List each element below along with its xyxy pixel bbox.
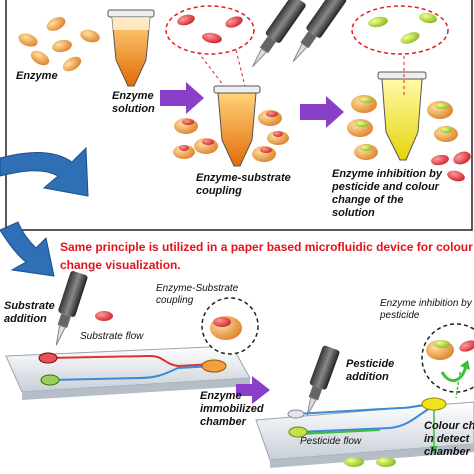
pipette-substrate-bottom <box>55 271 88 346</box>
substrate-zoom-circle <box>165 5 255 55</box>
pesticide-zoom-circle <box>351 5 449 55</box>
enzyme-chamber <box>201 359 227 373</box>
label-substrate-addition-1: Substrate <box>4 300 55 312</box>
process-arrow-3 <box>236 376 270 404</box>
inlet-substrate <box>38 352 58 364</box>
enzyme-substrate-complexes <box>173 110 289 162</box>
pipette-substrate-top <box>252 0 306 68</box>
channel-red <box>47 354 215 368</box>
pipette-pesticide-top <box>292 0 347 63</box>
big-curved-arrow <box>0 146 89 277</box>
pesticide-molecules <box>368 12 437 44</box>
label-inhibition-4: solution <box>332 207 375 219</box>
inlet-pesticide <box>288 426 308 438</box>
label-colour-change-1: Colour ch <box>424 420 474 432</box>
inhibited-enzyme-complexes <box>347 95 471 182</box>
microfluidic-device-1 <box>5 345 251 400</box>
label-colour-change-3: chamber <box>424 446 470 458</box>
label-pesticide-addition-1: Pesticide <box>346 358 395 370</box>
process-arrow-2 <box>300 96 344 128</box>
label-coupling-1: Enzyme-substrate <box>196 172 291 184</box>
principle-line-1: Same principle is utilized in a paper ba… <box>60 240 473 254</box>
label-enzyme-solution-2: solution <box>112 103 155 115</box>
label-pesticide-addition-2: addition <box>346 371 389 383</box>
label-enzyme-chamber-1: Enzyme <box>200 390 242 402</box>
label-enzyme-chamber-3: chamber <box>200 416 246 428</box>
enzyme-cluster-left <box>18 17 100 72</box>
label-pesticide-flow: Pesticide flow <box>300 436 362 447</box>
channel-green <box>299 429 381 435</box>
label-inhibition-3: change of the <box>332 194 404 206</box>
principle-line-2: change visualization. <box>60 258 181 272</box>
label-enzyme-solution-1: Enzyme <box>112 90 154 102</box>
label-inhibition-1: Enzyme inhibition by <box>332 168 443 180</box>
label-enzyme-chamber-2: immobilized <box>200 403 264 415</box>
detection-chamber <box>421 397 447 411</box>
process-arrow-1 <box>160 82 204 114</box>
label-es-coupling-1: Enzyme-Substrate <box>156 283 239 294</box>
label-inhibition-bottom-1: Enzyme inhibition by <box>380 298 472 309</box>
label-es-coupling-2: coupling <box>156 295 194 306</box>
inlet-2 <box>40 374 60 386</box>
label-substrate-addition-2: addition <box>4 313 47 325</box>
substrate-molecules <box>177 14 243 44</box>
label-substrate-flow: Substrate flow <box>80 331 144 342</box>
tube-enzyme-solution <box>107 9 155 87</box>
label-colour-change-2: in detect <box>424 433 470 445</box>
label-enzyme: Enzyme <box>16 70 58 82</box>
label-inhibition-bottom-2: pesticide <box>380 310 420 321</box>
label-inhibition-2: pesticide and colour <box>332 181 439 193</box>
tube-enzyme-substrate <box>213 85 261 167</box>
substrate-droplet <box>95 311 113 321</box>
channel-blue <box>49 365 215 381</box>
tube-inhibited-solution <box>377 56 427 161</box>
microfluidic-device-2 <box>255 397 474 468</box>
label-coupling-2: coupling <box>196 185 242 197</box>
pipette-pesticide-bottom <box>306 345 340 416</box>
